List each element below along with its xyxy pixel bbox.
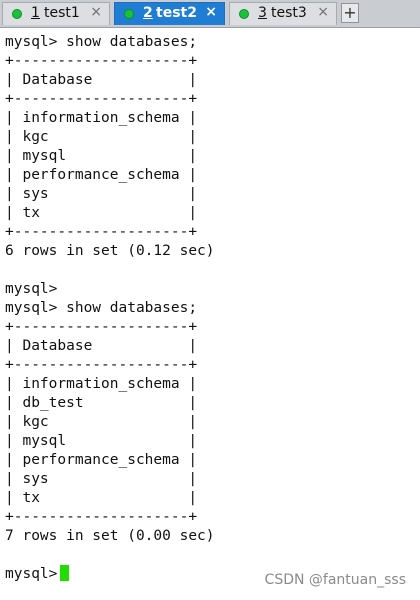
tab-label: test3 — [271, 5, 307, 21]
terminal-line: +--------------------+ — [5, 53, 198, 69]
tab-number: 1 — [31, 5, 40, 21]
text-cursor — [60, 565, 70, 581]
terminal-line: 7 rows in set (0.00 sec) — [5, 528, 215, 544]
terminal-line: | Database | — [5, 338, 198, 354]
tab-test2[interactable]: 2 test2 × — [114, 2, 225, 25]
terminal-line: +--------------------+ — [5, 357, 198, 373]
tab-label: test2 — [156, 5, 197, 21]
connected-status-icon — [239, 9, 249, 19]
terminal-output[interactable]: mysql> show databases; +-----------------… — [5, 33, 215, 584]
terminal-line: | mysql | — [5, 433, 198, 449]
terminal-line: | information_schema | — [5, 110, 198, 126]
terminal-line — [5, 546, 215, 565]
tab-label: test1 — [44, 5, 80, 21]
terminal-line: mysql> show databases; — [5, 300, 198, 316]
terminal-line: +--------------------+ — [5, 91, 198, 107]
close-tab-icon[interactable]: × — [317, 4, 329, 20]
close-tab-icon[interactable]: × — [90, 4, 102, 20]
terminal-line: | sys | — [5, 471, 198, 487]
terminal-line: | db_test | — [5, 395, 198, 411]
terminal-line: +--------------------+ — [5, 509, 198, 525]
tab-test3[interactable]: 3 test3 × — [229, 2, 337, 25]
terminal-line: mysql> show databases; — [5, 34, 198, 50]
terminal-line: | tx | — [5, 490, 198, 506]
terminal-line: | performance_schema | — [5, 167, 198, 183]
connected-status-icon — [124, 9, 134, 19]
terminal-line: | tx | — [5, 205, 198, 221]
terminal-line: mysql> — [5, 281, 58, 297]
terminal-line: | information_schema | — [5, 376, 198, 392]
terminal-line: | sys | — [5, 186, 198, 202]
terminal-line: +--------------------+ — [5, 224, 198, 240]
tab-test1[interactable]: 1 test1 × — [2, 2, 110, 25]
terminal-line: | performance_schema | — [5, 452, 198, 468]
terminal-line: 6 rows in set (0.12 sec) — [5, 243, 215, 259]
terminal-line: | kgc | — [5, 129, 198, 145]
tab-number: 2 — [143, 5, 153, 21]
terminal-line: | Database | — [5, 72, 198, 88]
terminal-line: | mysql | — [5, 148, 198, 164]
tab-number: 3 — [258, 5, 267, 21]
new-tab-button[interactable]: + — [341, 3, 359, 23]
watermark: CSDN @fantuan_sss — [264, 572, 406, 588]
prompt-text: mysql> — [5, 566, 58, 582]
terminal-line: | kgc | — [5, 414, 198, 430]
tab-bar: 1 test1 × 2 test2 × 3 test3 × + — [0, 0, 420, 28]
terminal-line — [5, 261, 215, 280]
prompt-line: mysql> — [5, 565, 215, 584]
close-tab-icon[interactable]: × — [205, 4, 217, 20]
terminal-line: +--------------------+ — [5, 319, 198, 335]
connected-status-icon — [12, 9, 22, 19]
